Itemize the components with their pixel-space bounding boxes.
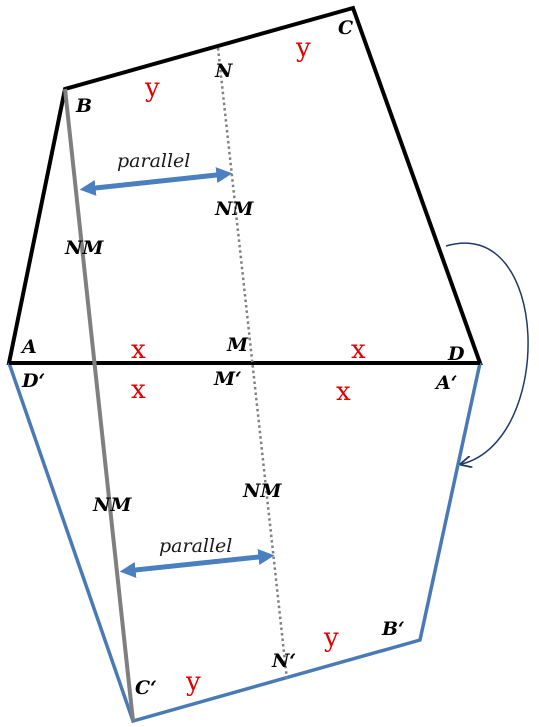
parallel-arrow-bottom — [119, 549, 275, 578]
label-y-bottom-right: y — [323, 623, 339, 653]
label-parallel-bottom: parallel — [159, 535, 232, 557]
label-point-m-prime: M‘ — [213, 368, 242, 390]
label-point-n-prime: N‘ — [271, 650, 296, 672]
label-x-upper-right: x — [351, 335, 366, 365]
label-y-top-left: y — [144, 73, 160, 103]
label-point-d: D — [447, 343, 465, 365]
line-nm-image — [63, 88, 135, 722]
quadrilateral-abcd-prime — [7, 362, 482, 724]
label-nm-upper-left: NM — [64, 237, 104, 259]
label-x-upper-left: x — [131, 335, 146, 365]
label-y-bottom-left: y — [185, 667, 201, 697]
label-point-m: M — [226, 334, 249, 356]
label-nm-lower-left: NM — [92, 494, 132, 516]
label-point-a-prime: A‘ — [434, 372, 457, 394]
label-point-b: B — [75, 95, 92, 117]
label-point-a: A — [20, 336, 37, 358]
label-nm-lower-mid: NM — [242, 480, 282, 502]
label-point-c-prime: C‘ — [135, 677, 157, 699]
label-nm-upper-mid: NM — [214, 198, 254, 220]
label-parallel-top: parallel — [117, 150, 190, 172]
midline-n-n-prime — [216, 47, 289, 681]
parallel-arrow-top — [79, 167, 233, 196]
label-point-b-prime: B‘ — [381, 618, 405, 640]
quadrilateral-abcd — [6, 5, 483, 365]
label-point-n: N — [214, 60, 233, 82]
rotation-arrow — [445, 242, 529, 464]
label-y-top-right: y — [295, 33, 311, 63]
label-x-lower-left: x — [131, 375, 146, 405]
label-point-d-prime: D‘ — [21, 370, 45, 392]
label-point-c: C — [338, 17, 353, 39]
label-x-lower-right: x — [336, 377, 351, 407]
